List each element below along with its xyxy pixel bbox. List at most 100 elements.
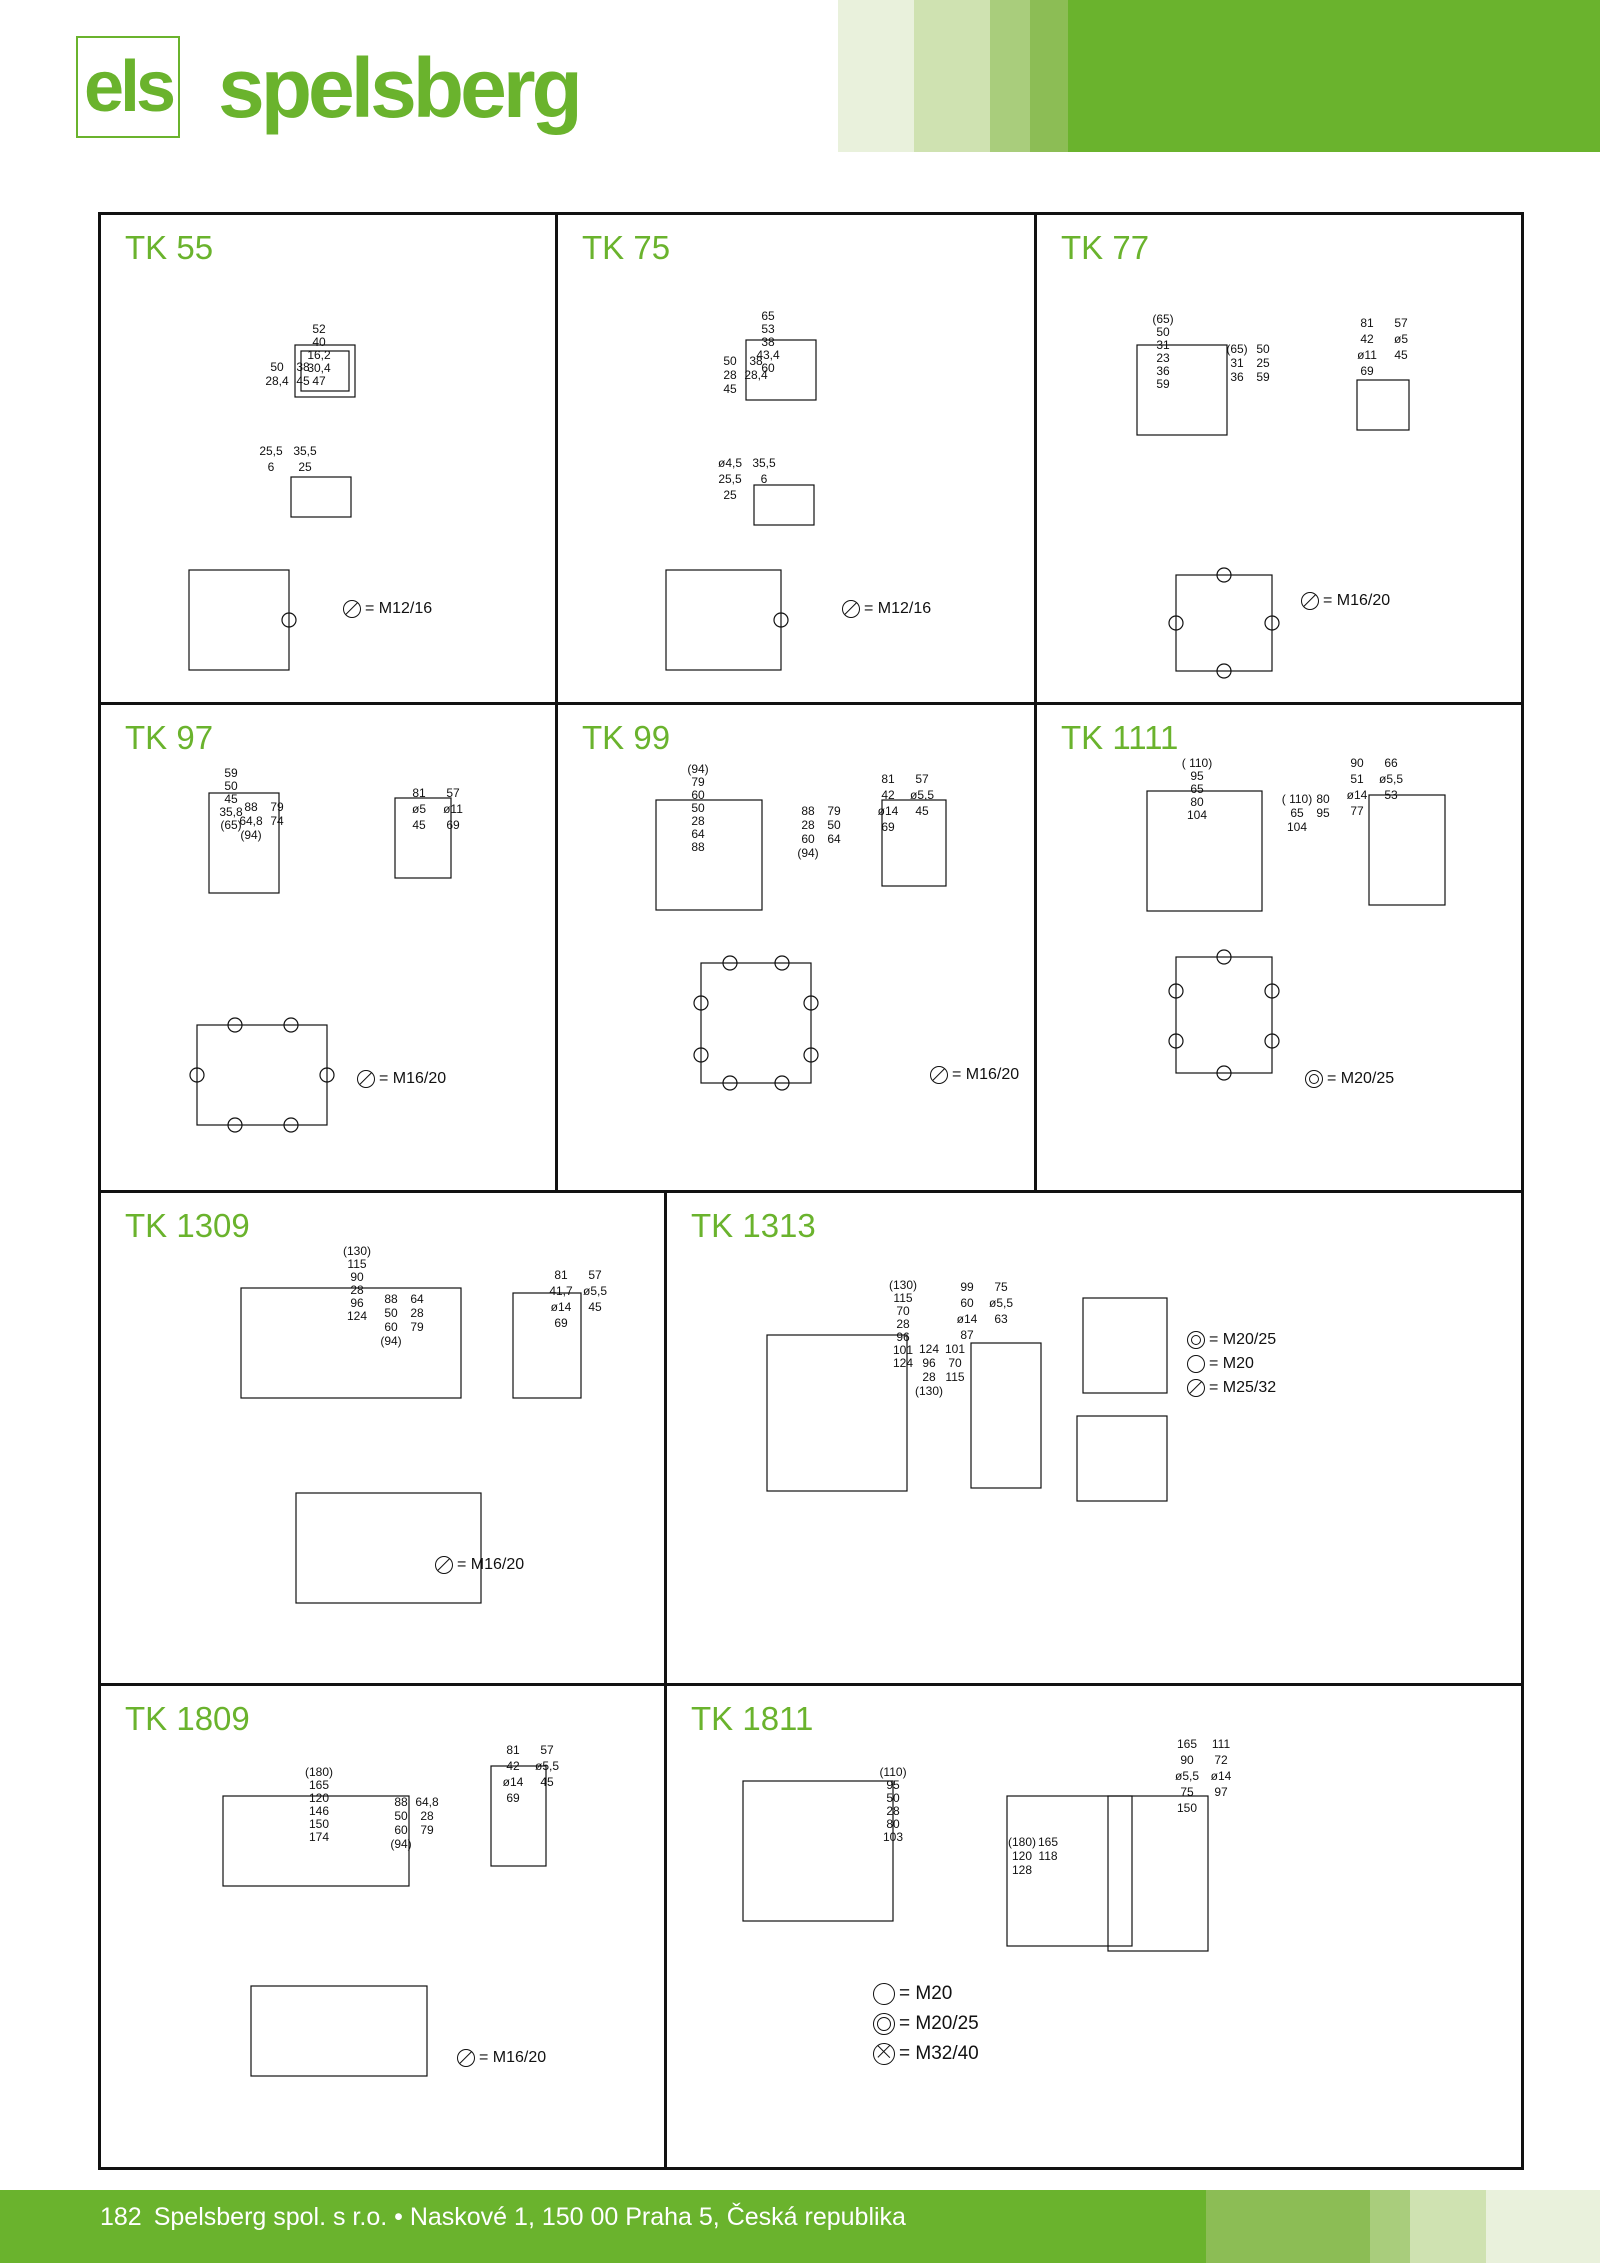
dimension-label: 64,8 [239, 814, 263, 828]
dimension-label: 28 [922, 1370, 936, 1384]
circle-icon [873, 1983, 895, 2005]
dimension-label: 16,2 [307, 348, 331, 362]
dimension-label: ø5 [412, 802, 426, 816]
dimension-label: 80 [1316, 792, 1330, 806]
dimension-label: 88 [691, 840, 705, 854]
panel-title: TK 1809 [125, 1700, 250, 1737]
dimension-label: 128 [1012, 1863, 1032, 1877]
dimension-label: 115 [893, 1291, 912, 1305]
dimension-label: 101 [893, 1343, 913, 1357]
dimension-label: ø5,5 [989, 1296, 1013, 1310]
dimension-label: 88 [394, 1795, 408, 1809]
dimension-label: ø5,5 [910, 788, 934, 802]
grid-col-divider [555, 215, 558, 1191]
double-circle-icon [1187, 1331, 1205, 1349]
dimension-label: 95 [1190, 769, 1204, 783]
dimension-label: ø14 [503, 1775, 524, 1789]
dimension-label: 99 [960, 1280, 974, 1294]
dimension-label: 25,5 [259, 444, 283, 458]
dimension-label: 120 [309, 1791, 329, 1805]
dimension-label: 104 [1187, 808, 1207, 822]
dimension-label: ( 110) [1282, 792, 1312, 806]
dimension-label: 75 [1180, 1785, 1194, 1799]
dimension-label: 115 [945, 1370, 964, 1384]
brand-name: spelsberg [218, 41, 583, 135]
dimension-label: 75 [994, 1280, 1008, 1294]
dimension-label: 72 [1214, 1753, 1228, 1767]
dimension-label: 79 [827, 804, 841, 818]
dimension-label: (65) [1152, 312, 1173, 326]
slash-icon [357, 1070, 375, 1088]
dimension-label: 80 [886, 1817, 900, 1831]
dimension-label: 40 [312, 335, 326, 349]
dimension-label: 45 [1394, 348, 1408, 362]
dimension-label: 50 [384, 1306, 398, 1320]
dimension-label: 70 [948, 1356, 962, 1370]
dimension-label: ø5 [1394, 332, 1408, 346]
dimension-label: 101 [945, 1342, 965, 1356]
dimension-label: 87 [960, 1328, 974, 1342]
dimension-label: 35,5 [293, 444, 317, 458]
dimension-label: 146 [309, 1804, 329, 1818]
dimension-label: 50 [886, 1791, 900, 1805]
els-logo: els [76, 36, 180, 138]
slash-icon [930, 1066, 948, 1084]
dimension-label: 79 [420, 1823, 434, 1837]
dimension-label: 79 [410, 1320, 424, 1334]
dimension-label: 64 [691, 827, 705, 841]
dimension-label: ø11 [1357, 348, 1377, 362]
dimension-label: 50 [827, 818, 841, 832]
dimension-label: 50 [394, 1809, 408, 1823]
dimension-label: 38 [296, 360, 310, 374]
dimension-label: 60 [384, 1320, 398, 1334]
dimension-label: 50 [723, 354, 737, 368]
circle-icon [1187, 1355, 1205, 1373]
dimension-label: ø14 [1211, 1769, 1232, 1783]
panel-title: TK 1309 [125, 1207, 250, 1244]
dimension-label: 64 [827, 832, 841, 846]
dimension-label: ø5,5 [535, 1759, 559, 1773]
dimension-label: 64 [410, 1292, 424, 1306]
logo-text: els [83, 47, 176, 127]
dimension-label: 45 [296, 374, 310, 388]
dimension-label: 36 [1230, 370, 1244, 384]
dimension-label: 95 [1316, 806, 1330, 820]
grid-row-divider [101, 1190, 1521, 1193]
dimension-label: 118 [1038, 1849, 1057, 1863]
dimension-label: 115 [347, 1257, 366, 1271]
dimension-label: (65) [220, 818, 241, 832]
dimension-label: ø14 [551, 1300, 572, 1314]
dimension-label: 60 [801, 832, 815, 846]
slash-icon [435, 1556, 453, 1574]
dimension-label: 96 [896, 1330, 910, 1344]
slash-icon [1301, 592, 1319, 610]
dimension-label: 165 [309, 1778, 329, 1792]
dimension-label: 70 [896, 1304, 910, 1318]
tk1811-legend: = M20 = M20/25 = M32/40 [873, 1979, 979, 2069]
dimension-label: 23 [1156, 351, 1170, 365]
dimension-label: 90 [350, 1270, 364, 1284]
dimension-label: 31 [1230, 356, 1244, 370]
tk75-legend: = M12/16 [842, 597, 931, 621]
panel-title: TK 97 [125, 719, 214, 756]
dimension-label: 124 [347, 1309, 367, 1323]
dimension-label: ø14 [957, 1312, 978, 1326]
dimension-label: ( 110) [1182, 756, 1212, 770]
dimension-label: 60 [691, 788, 705, 802]
dimension-label: 69 [506, 1791, 520, 1805]
dimension-label: 45 [723, 382, 737, 396]
dimension-label: 60 [761, 361, 775, 375]
page-number: 182 [100, 2203, 142, 2231]
dimension-label: 57 [1394, 316, 1408, 330]
dimension-label: 38 [761, 335, 775, 349]
dimension-label: 124 [893, 1356, 913, 1370]
